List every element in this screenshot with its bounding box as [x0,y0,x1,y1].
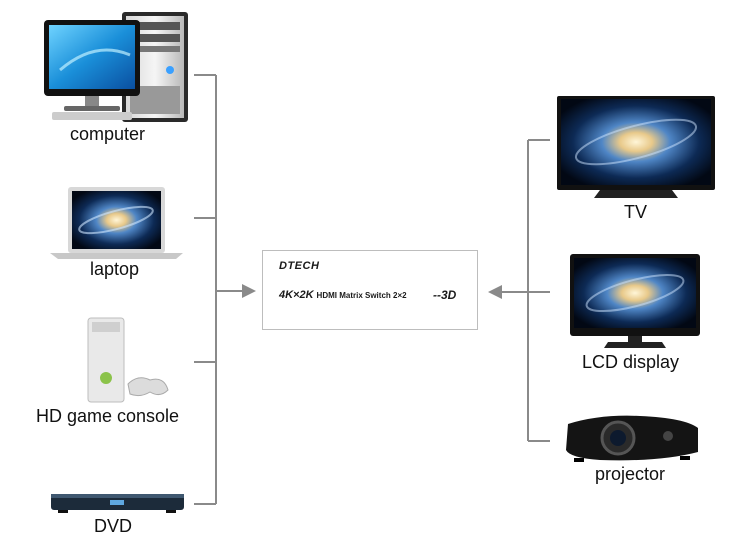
input-arrow-icon [242,284,256,298]
brand-logo: DTECH [279,260,320,272]
label-projector: projector [595,464,666,484]
label-lcd-display: LCD display [582,352,680,372]
output-arrow-icon [488,285,502,299]
label-tv: TV [624,202,648,222]
laptop-icon [50,187,183,259]
output-connectors [488,139,550,442]
label-game-console: HD game console [36,406,180,426]
label-dvd: DVD [94,516,133,536]
model-main: 4K×2K [279,289,314,301]
3d-tag: --3D [433,288,457,302]
desktop-computer-icon [44,12,188,122]
label-computer: computer [70,124,146,144]
input-connectors [194,74,256,505]
model-text: HDMI Matrix Switch 2×2 [316,291,407,300]
game-console-icon [87,317,169,403]
lcd-monitor-icon [570,254,700,348]
3d-tag-text: 3D [441,288,457,302]
dvd-player-icon [51,494,184,513]
projector-icon [566,415,698,462]
tv-icon [557,96,715,198]
label-laptop: laptop [90,259,140,279]
